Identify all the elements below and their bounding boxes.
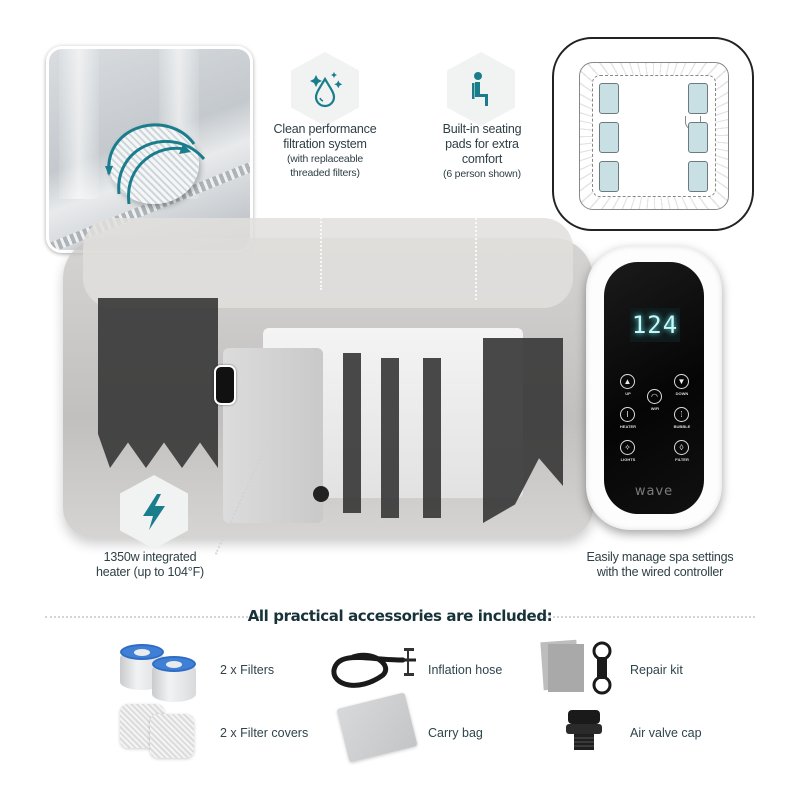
mini-controller-image (214, 365, 236, 405)
down-arrow-icon: ▼ (674, 374, 689, 389)
caption-line: heater (up to 104°F) (95, 565, 204, 579)
seat-pad (599, 161, 619, 192)
controller-caption: Easily manage spa settings with the wire… (565, 550, 755, 580)
carry-bag-icon (336, 692, 418, 763)
temperature-display: 124 (630, 308, 680, 342)
caption-line: filtration system (283, 137, 367, 151)
accessory-label-repair-kit: Repair kit (630, 663, 683, 677)
air-chamber-baffle (381, 358, 399, 518)
filter-label: FILTER (675, 457, 689, 462)
seated-person-icon (472, 72, 488, 106)
leader-line (475, 190, 477, 300)
seat-pad (599, 122, 619, 153)
heater-label: HEATER (619, 424, 637, 429)
pump-heater-unit (223, 348, 323, 523)
wifi-icon: ◠ (647, 389, 662, 404)
accessory-label-filters: 2 x Filters (220, 663, 275, 677)
down-label: DOWN (675, 391, 689, 396)
accessory-label-carry-bag: Carry bag (428, 726, 483, 740)
repair-kit-icon (540, 639, 587, 693)
caption-subline: threaded filters) (290, 167, 360, 179)
lights-label: LIGHTS (620, 457, 636, 462)
valve-wrench-icon (592, 641, 612, 695)
seating-hex-badge (447, 52, 515, 126)
caption-subline: (with replaceable (287, 153, 363, 165)
brand-logo: wave (634, 484, 674, 499)
tub-rim (83, 218, 573, 308)
water-drop-sparkle-icon (310, 72, 343, 108)
wired-controller-image: 124 ▲ UP ▼ DOWN ◠ WIFI ǀ HEATER ⁞ BUBBLE… (586, 246, 722, 530)
caption-line: pads for extra (445, 137, 519, 151)
up-label: UP (625, 391, 631, 396)
seat-pad (688, 83, 708, 114)
bubble-grid-icon: ⁞ (674, 407, 689, 422)
accessory-label-filter-covers: 2 x Filter covers (220, 726, 309, 740)
valve-port (313, 486, 329, 502)
air-chamber-baffle (423, 358, 441, 518)
accessory-label-inflation-hose: Inflation hose (428, 663, 503, 677)
hose-icon (331, 648, 416, 688)
thermometer-icon: ǀ (620, 407, 635, 422)
seating-layout-diagram (552, 37, 754, 231)
caption-line: 1350w integrated (103, 550, 197, 564)
seat-pad (688, 161, 708, 192)
seat-pad (688, 122, 708, 153)
accessory-label-air-valve-cap: Air valve cap (630, 726, 702, 740)
air-chamber-baffles (98, 298, 218, 468)
seat-pad (599, 83, 619, 114)
liner-fold (59, 49, 99, 199)
air-chamber-baffle (343, 353, 361, 513)
filter-closeup-photo (46, 46, 253, 253)
up-arrow-icon: ▲ (620, 374, 635, 389)
accessories-heading: All practical accessories are included: (247, 607, 553, 625)
caption-line: with the wired controller (596, 565, 724, 579)
filter-drop-icon: ◊ (674, 440, 689, 455)
controller-face: 124 ▲ UP ▼ DOWN ◠ WIFI ǀ HEATER ⁞ BUBBLE… (604, 262, 704, 514)
filter-cover-icon (118, 700, 198, 760)
bubble-label: BUBBLE (673, 424, 691, 429)
filtration-hex-badge (291, 52, 359, 126)
filtration-caption: Clean performance filtration system (wit… (255, 122, 395, 180)
caption-subline: (6 person shown) (443, 168, 521, 180)
caption-line: comfort (461, 152, 503, 166)
caption-line: Easily manage spa settings (586, 550, 734, 564)
lightning-bolt-icon (143, 494, 165, 530)
divider-dots-right (540, 616, 755, 618)
divider-dots-left (45, 616, 260, 618)
wifi-label: WIFI (650, 406, 660, 411)
light-bulb-icon: ✧ (620, 440, 635, 455)
seating-caption: Built-in seating pads for extra comfort … (412, 122, 552, 181)
filter-cartridge-icon (118, 640, 198, 702)
heater-caption: 1350w integrated heater (up to 104°F) (70, 550, 230, 580)
rotation-arrows-icon (105, 123, 206, 205)
caption-line: Built-in seating (442, 122, 522, 136)
caption-line: Clean performance (273, 122, 377, 136)
leader-line (320, 190, 322, 290)
valve-cap-icon (566, 710, 602, 750)
hot-tub-cutaway-image (63, 218, 598, 553)
